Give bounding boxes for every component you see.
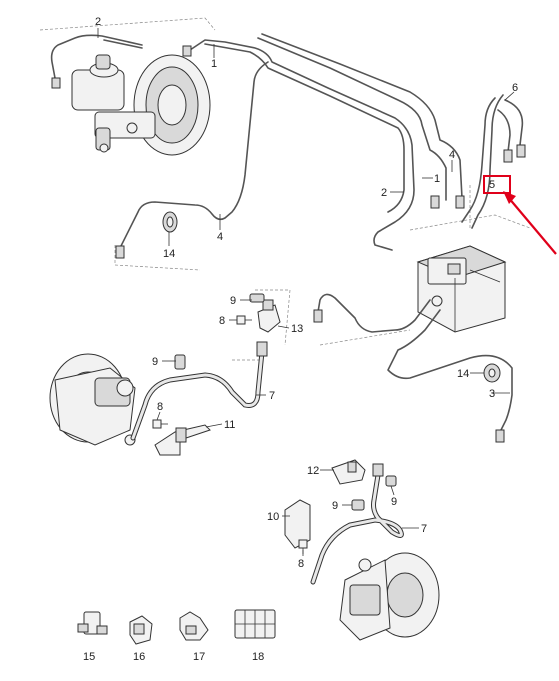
brake-hose-7-rear [310,463,404,585]
reference-frame [39,17,531,361]
grommet-14-right [483,363,501,383]
highlight-overlay [483,175,557,255]
front-brake-assembly [49,353,136,446]
highlight-arrow [507,196,557,255]
brake-lines [50,33,526,443]
label-9-c: 9 [332,500,338,512]
label-9-b: 9 [152,356,158,368]
bracket-10 [284,499,311,549]
bolt-8-b [152,419,168,429]
abs-hydraulic-unit [416,245,507,333]
highlight-box [483,175,511,194]
label-9-d: 9 [391,496,397,508]
label-9-a: 9 [230,295,236,307]
label-2-mid: 2 [381,187,387,199]
part-16-clip [129,615,153,645]
clip-9-a [249,293,265,303]
callout-labels: 2 1 6 4 1 5 2 4 14 9 8 13 9 14 7 3 8 11 … [83,16,518,663]
label-16: 16 [133,651,145,663]
label-14-right: 14 [457,368,469,380]
brake-hose-7-front [130,341,268,441]
grommet-14-left [162,211,178,233]
part-17-clip [179,611,209,641]
rear-brake-assembly [339,552,440,641]
label-13: 13 [291,323,303,335]
bolt-8-a [236,315,252,325]
label-10: 10 [267,511,279,523]
label-18: 18 [252,651,264,663]
label-8-b: 8 [157,401,163,413]
part-15-clip [77,611,108,635]
bracket-11 [154,424,211,456]
clip-9-d [385,475,397,487]
label-4-left: 4 [217,231,223,243]
label-14-left: 14 [163,248,175,260]
label-5: 5 [489,179,495,191]
leader-lines [97,28,515,556]
brake-booster-assembly [71,54,211,156]
bracket-13 [257,299,281,333]
bracket-12 [331,459,366,485]
label-11: 11 [224,419,235,431]
clip-9-c [351,499,365,511]
label-15: 15 [83,651,95,663]
label-7-b: 7 [421,523,427,535]
label-6: 6 [512,82,518,94]
label-4-right: 4 [449,149,455,161]
label-1-right: 1 [434,173,440,185]
label-8-a: 8 [219,315,225,327]
clip-9-b [174,354,186,370]
part-18-clip [234,609,276,639]
label-8-c: 8 [298,558,304,570]
highlight-arrowhead [503,191,516,204]
label-1-top: 1 [211,58,217,70]
label-12: 12 [307,465,319,477]
label-7-a: 7 [269,390,275,402]
label-2-top: 2 [95,16,101,28]
label-17: 17 [193,651,205,663]
label-3: 3 [489,388,495,400]
